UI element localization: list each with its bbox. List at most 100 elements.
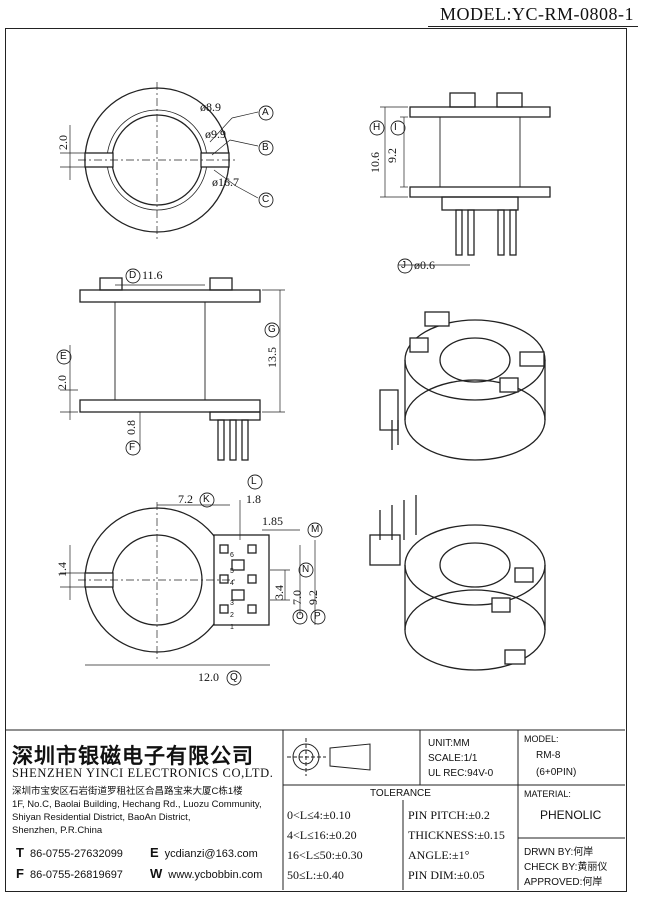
dim-2-0-top: 2.0 [56, 135, 70, 150]
drawing-border [5, 28, 627, 892]
address-cn: 深圳市宝安区石岩街道罗租社区合昌路宝来大厦C栋1楼 [12, 786, 243, 797]
address-en-3: Shenzhen, P.R.China [12, 825, 103, 836]
front-tab-right [209, 277, 233, 291]
model-underline [428, 26, 638, 27]
core [439, 116, 521, 188]
tolerance-right-0: PIN PITCH:±0.2 [408, 808, 490, 822]
drawn-by: DRWN BY:何岸 [524, 847, 594, 858]
callout-n: N [302, 564, 310, 575]
company-name-en: SHENZHEN YINCI ELECTRONICS CO,LTD. [12, 766, 274, 780]
callout-e: E [60, 351, 67, 362]
pin [509, 209, 517, 256]
pin [497, 209, 505, 256]
callout-f: F [129, 442, 136, 453]
dim-9-2-bottom: 9.2 [306, 590, 320, 605]
callout-m: M [311, 524, 320, 535]
front-top-flange [79, 289, 261, 303]
pin-block [441, 196, 519, 211]
dim-1-4: 1.4 [55, 562, 69, 577]
front-pin [229, 419, 237, 461]
email-value: ycdianzi@163.com [164, 848, 258, 860]
dim-10-6: 10.6 [368, 152, 382, 173]
callout-b: B [262, 142, 269, 153]
dim-d9-9: ø9.9 [205, 127, 226, 141]
address-en-2: Shiyan Residential District, BaoAn Distr… [12, 812, 191, 823]
pin-number: 5 [230, 568, 234, 575]
side-view [369, 92, 551, 274]
callout-j: J [401, 260, 406, 271]
model-pins: (6+0PIN) [536, 767, 577, 778]
unit: UNIT:MM [428, 738, 470, 749]
model-label: MODEL: [524, 734, 559, 744]
tel-line: T 86-0755-27632099 [16, 845, 123, 860]
front-pin [241, 419, 249, 461]
tel-label: T [16, 845, 24, 860]
dim-11-6: 11.6 [142, 268, 163, 282]
front-bottom-flange [79, 399, 261, 413]
company-name-cn: 深圳市银磁电子有限公司 [12, 744, 254, 768]
bottom-flange [409, 186, 551, 198]
pin-number: 2 [230, 612, 234, 619]
scale: SCALE:1/1 [428, 753, 478, 764]
ul-rec: UL REC:94V-0 [428, 768, 494, 779]
tolerance-right-2: ANGLE:±1° [408, 848, 470, 862]
callout-c: C [262, 194, 270, 205]
top-flange [409, 106, 551, 118]
tolerance-right-1: THICKNESS:±0.15 [408, 828, 505, 842]
callout-o: O [296, 611, 304, 622]
callout-q: Q [230, 672, 238, 683]
callout-l: L [251, 476, 257, 487]
callout-k: K [203, 494, 210, 505]
pin [467, 209, 475, 256]
tel-value: 86-0755-27632099 [29, 848, 123, 860]
top-view [60, 82, 274, 240]
tolerance-left-2: 16<L≤50:±0.30 [287, 848, 363, 862]
web-label: W [150, 866, 163, 881]
tolerance-left-3: 50≤L:±0.40 [287, 868, 344, 882]
pin-number: 3 [230, 600, 234, 607]
front-core [114, 301, 206, 401]
web-value: www.ycbobbin.com [168, 869, 263, 881]
pin-number: 6 [230, 552, 234, 559]
material-value: PHENOLIC [540, 808, 602, 822]
email-label: E [150, 845, 159, 860]
bottom-view [60, 474, 326, 686]
tolerance-title: TOLERANCE [370, 788, 431, 799]
callout-h: H [373, 122, 381, 133]
fax-label: F [16, 866, 24, 881]
tolerance-left-0: 0<L≤4:±0.10 [287, 808, 351, 822]
dim-1-85: 1.85 [262, 514, 283, 528]
dim-3-4: 3.4 [272, 585, 286, 600]
tolerance-left-1: 4<L≤16:±0.20 [287, 828, 357, 842]
front-tab-left [99, 277, 123, 291]
dim-9-2-side: 9.2 [385, 148, 399, 163]
callout-i: I [394, 122, 397, 133]
dim-13-5: 13.5 [265, 347, 279, 368]
dim-2-0: 2.0 [55, 375, 69, 390]
pin [455, 209, 463, 256]
dim-7-2: 7.2 [178, 492, 193, 506]
title-block-grid [5, 729, 625, 890]
front-pin-block [209, 411, 261, 421]
check-by: CHECK BY:黄丽仪 [524, 862, 608, 873]
model-title: MODEL:YC-RM-0808-1 [440, 4, 634, 24]
dim-7-0: 7.0 [290, 590, 304, 605]
approved-by: APPROVED:何岸 [524, 877, 603, 888]
bottom-core-circle [111, 534, 203, 626]
core-hole-circle [111, 114, 203, 206]
pad [231, 589, 245, 601]
top-tab-right [496, 92, 523, 108]
dim-0-8: 0.8 [124, 420, 138, 435]
front-view [56, 268, 285, 461]
material-label: MATERIAL: [524, 789, 571, 799]
dim-1-8: 1.8 [246, 492, 261, 506]
company-address: 深圳市宝安区石岩街道罗租社区合昌路宝来大厦C栋1楼 1F, No.C, Baol… [12, 785, 262, 837]
dim-d8-9: ø8.9 [200, 100, 221, 114]
model-value: RM-8 [536, 750, 561, 761]
callout-d: D [129, 270, 137, 281]
callout-p: P [314, 611, 321, 622]
